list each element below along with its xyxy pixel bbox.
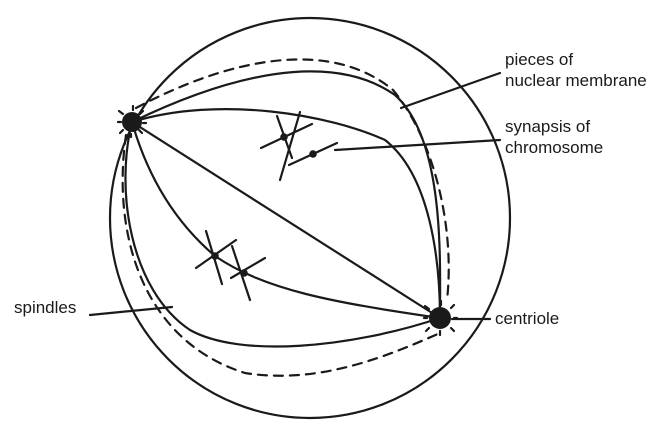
centromere-dot — [211, 252, 219, 260]
leader-line-pieces — [401, 73, 500, 108]
label-synapsis-of-chromosome: synapsis of chromosome — [505, 116, 603, 158]
label-line: chromosome — [505, 137, 603, 158]
centromere-dot — [240, 269, 248, 277]
label-pieces-of-nuclear-membrane: pieces of nuclear membrane — [505, 49, 647, 91]
label-line: nuclear membrane — [505, 70, 647, 91]
label-spindles: spindles — [14, 297, 76, 318]
chromosome-pair-upper — [261, 112, 337, 180]
centromere-dot — [280, 133, 288, 141]
nuclear-membrane-piece — [123, 135, 440, 376]
label-line: pieces of — [505, 49, 647, 70]
cell-membrane — [110, 18, 510, 418]
spindle-fiber — [132, 71, 440, 318]
label-line: synapsis of — [505, 116, 603, 137]
nuclear-membrane-piece — [136, 59, 449, 300]
leader-line-synapsis — [335, 140, 500, 150]
label-centriole: centriole — [495, 308, 559, 329]
centromere-dot — [309, 150, 317, 158]
centriole-upper — [118, 106, 146, 137]
spindle-fiber — [125, 122, 440, 347]
